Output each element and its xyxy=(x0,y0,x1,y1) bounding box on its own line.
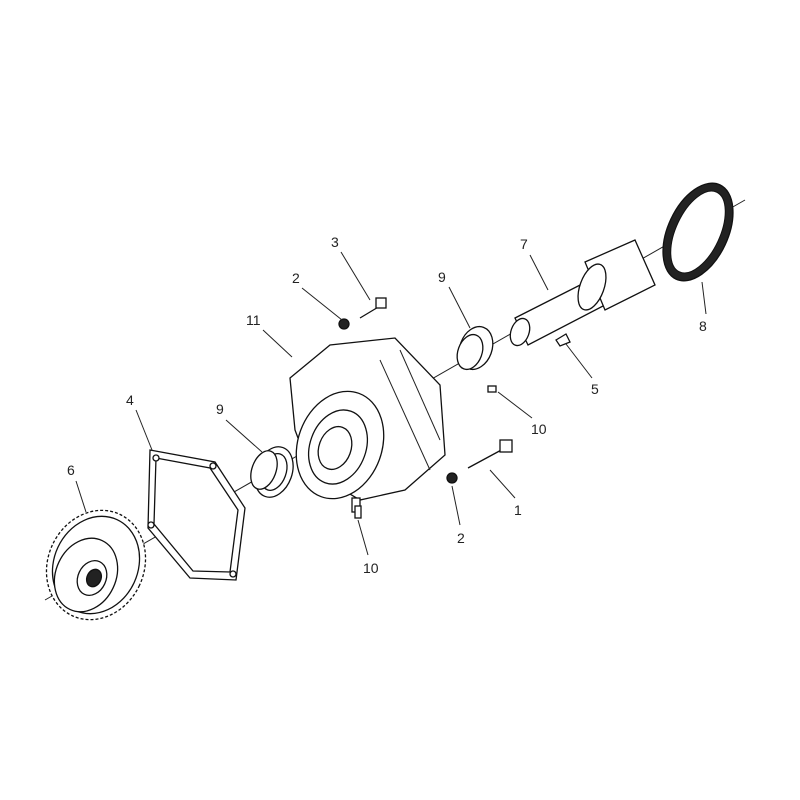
seal-part-8 xyxy=(662,182,734,282)
key-part-5 xyxy=(555,333,571,347)
leader-lines xyxy=(75,251,707,556)
callout-1: 1 xyxy=(514,502,522,518)
seal-part-9-lower xyxy=(250,446,294,498)
callout-9: 9 xyxy=(438,269,446,285)
washer-part-2-lower xyxy=(446,472,458,484)
callout-4: 4 xyxy=(126,392,134,408)
callout-3: 3 xyxy=(331,234,339,250)
callout-6: 6 xyxy=(67,462,75,478)
gear-part-6 xyxy=(45,509,147,621)
shaft-part-7 xyxy=(509,239,656,347)
bolt-part-3 xyxy=(359,297,387,319)
bolt-part-1 xyxy=(467,439,513,469)
callout-7: 7 xyxy=(520,236,528,252)
callout-10: 10 xyxy=(531,421,547,437)
callout-9-lower: 9 xyxy=(216,401,224,417)
washer-part-2-upper xyxy=(338,318,350,330)
seal-part-9-upper xyxy=(456,325,494,371)
callout-2-lower: 2 xyxy=(457,530,465,546)
housing-part-11 xyxy=(289,337,446,519)
callout-11: 11 xyxy=(246,312,261,328)
callout-8: 8 xyxy=(699,318,707,334)
gasket-part-4 xyxy=(147,449,246,581)
callout-5: 5 xyxy=(591,381,599,397)
callout-10-lower: 10 xyxy=(363,560,379,576)
callout-2: 2 xyxy=(292,270,300,286)
plug-part-10-upper xyxy=(487,385,497,393)
